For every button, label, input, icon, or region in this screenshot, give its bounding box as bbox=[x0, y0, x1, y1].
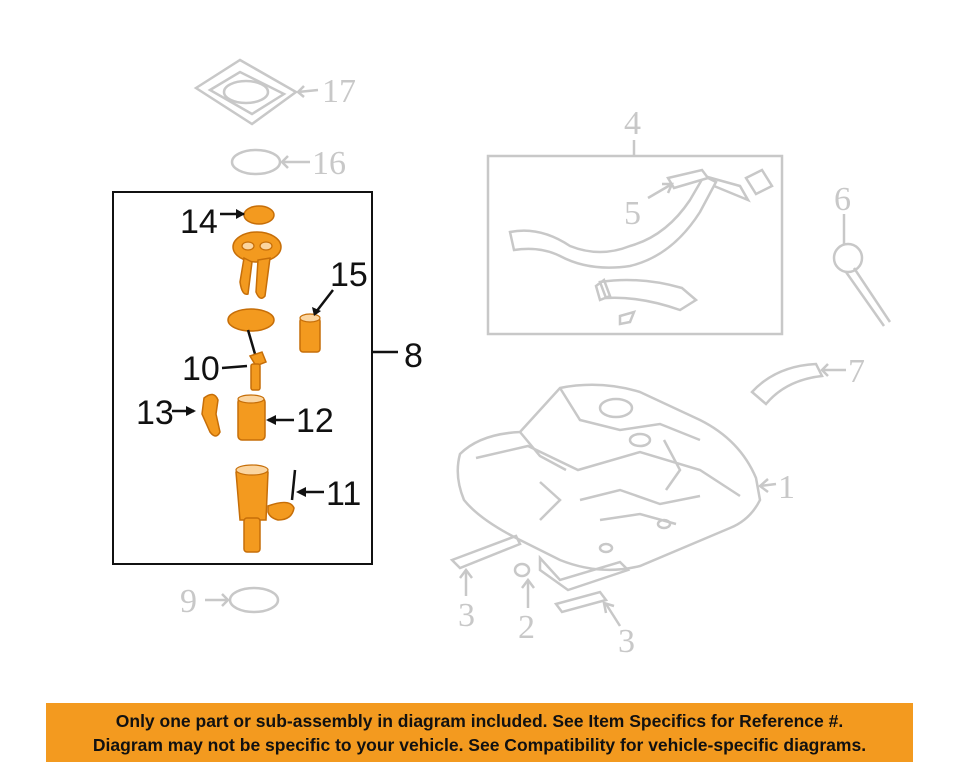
part-10-level-sensor bbox=[248, 351, 267, 391]
callout-3-right: 3 bbox=[618, 623, 635, 660]
callout-11-arrow bbox=[296, 487, 306, 497]
callout-10: 10 bbox=[182, 350, 220, 388]
disclaimer-banner: Only one part or sub-assembly in diagram… bbox=[46, 703, 913, 762]
callout-4: 4 bbox=[624, 105, 641, 142]
callout-3-left: 3 bbox=[458, 597, 475, 634]
callout-15-leader bbox=[315, 289, 334, 313]
part-3-strap-left bbox=[449, 534, 522, 596]
disclaimer-line-2: Diagram may not be specific to your vehi… bbox=[92, 734, 867, 755]
callout-17: 17 bbox=[322, 73, 356, 110]
part-13-bracket bbox=[201, 393, 221, 437]
callout-1: 1 bbox=[778, 469, 795, 506]
callout-5: 5 bbox=[624, 195, 641, 232]
callout-12-arrow bbox=[266, 415, 276, 425]
sender-link-line bbox=[246, 329, 257, 355]
callout-6: 6 bbox=[834, 181, 851, 218]
part-17-cover-plate bbox=[193, 58, 319, 126]
callout-14-arrow bbox=[236, 209, 245, 219]
part-3-strap-right bbox=[538, 554, 631, 627]
callout-16: 16 bbox=[312, 145, 346, 182]
part-6-valve bbox=[832, 214, 892, 327]
callout-7: 7 bbox=[848, 353, 865, 390]
part-15-filter bbox=[299, 313, 321, 353]
callout-13-arrow bbox=[186, 406, 196, 416]
part-14-seal bbox=[243, 205, 275, 225]
part-7-hose bbox=[750, 362, 846, 406]
callout-15-arrow bbox=[312, 307, 321, 316]
callout-2: 2 bbox=[518, 609, 535, 646]
part-pump-flange bbox=[232, 231, 282, 299]
part-1-fuel-tank bbox=[456, 383, 777, 572]
callout-13: 13 bbox=[136, 394, 174, 432]
part-16-seal-ring bbox=[230, 148, 310, 176]
module-frame-8 bbox=[112, 191, 373, 565]
part-sender-plate bbox=[227, 308, 275, 332]
callout-12: 12 bbox=[296, 402, 334, 440]
part-2-bolt bbox=[513, 562, 535, 608]
callout-5-leader bbox=[647, 182, 673, 200]
disclaimer-line-1: Only one part or sub-assembly in diagram… bbox=[115, 710, 844, 731]
callout-15: 15 bbox=[330, 256, 368, 294]
callout-11: 11 bbox=[326, 475, 361, 513]
part-9-gasket bbox=[205, 586, 280, 614]
part-12-fuel-pump bbox=[237, 394, 266, 441]
callout-10-leader bbox=[221, 364, 248, 370]
part-11-reservoir bbox=[235, 464, 297, 553]
callout-8: 8 bbox=[404, 337, 423, 375]
filler-pipe-assembly bbox=[508, 168, 774, 326]
callout-14: 14 bbox=[180, 203, 218, 241]
callout-9: 9 bbox=[180, 583, 197, 620]
